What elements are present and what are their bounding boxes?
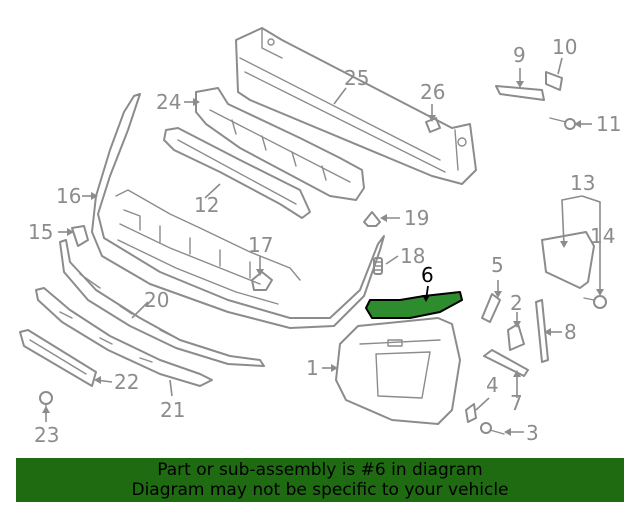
callout-7: 7 xyxy=(510,391,523,415)
callout-23: 23 xyxy=(34,423,59,447)
cover-9-part xyxy=(495,85,545,101)
callout-2: 2 xyxy=(510,291,523,315)
callout-6: 6 xyxy=(421,263,434,287)
pin-5-part xyxy=(481,293,501,323)
callout-4: 4 xyxy=(486,373,499,397)
bracket-2-part xyxy=(507,323,525,351)
bracket-7-part xyxy=(483,349,529,377)
callout-20: 20 xyxy=(144,288,169,312)
bracket-8-part xyxy=(535,299,549,363)
callout-labels: 1 2 3 4 5 6 7 8 9 10 11 12 13 14 15 16 1… xyxy=(28,35,621,447)
lower-panel-part xyxy=(335,317,461,425)
banner-line-2: Diagram may not be specific to your vehi… xyxy=(131,480,509,500)
bolt-10-part xyxy=(545,71,563,91)
callout-11: 11 xyxy=(596,112,621,136)
callout-3: 3 xyxy=(526,421,539,445)
callout-19: 19 xyxy=(404,206,429,230)
callout-8: 8 xyxy=(564,320,577,344)
clip-15-part xyxy=(71,225,89,247)
info-banner: Part or sub-assembly is #6 in diagram Di… xyxy=(16,458,624,502)
callout-25: 25 xyxy=(344,66,369,90)
patch-4-part xyxy=(465,403,477,423)
reinforcement-beam-part xyxy=(235,27,477,185)
callout-18: 18 xyxy=(400,244,425,268)
banner-line-1: Part or sub-assembly is #6 in diagram xyxy=(157,460,483,480)
bolt-18-part xyxy=(373,257,383,275)
callout-15: 15 xyxy=(28,220,53,244)
deflector-13-part xyxy=(541,231,595,289)
parts-diagram: 1 2 3 4 5 6 7 8 9 10 11 12 13 14 15 16 1… xyxy=(19,27,621,447)
callout-14: 14 xyxy=(590,224,615,248)
arrowheads xyxy=(42,81,604,436)
callout-24: 24 xyxy=(156,90,181,114)
callout-12: 12 xyxy=(194,193,219,217)
bumper-cover-part xyxy=(91,93,385,329)
callout-17: 17 xyxy=(248,233,273,257)
license-bracket-part xyxy=(19,329,97,387)
clip-17-part xyxy=(251,271,273,291)
callout-5: 5 xyxy=(491,253,504,277)
callout-1: 1 xyxy=(306,356,319,380)
upper-bracket-part xyxy=(163,127,311,219)
callout-10: 10 xyxy=(552,35,577,59)
lower-spoiler-part xyxy=(59,239,265,367)
energy-absorber-part xyxy=(195,87,365,201)
leader-lines xyxy=(45,57,601,433)
lower-trim-part xyxy=(35,287,213,387)
bolt-11-part xyxy=(549,117,576,130)
callout-9: 9 xyxy=(513,43,526,67)
callout-13: 13 xyxy=(570,171,595,195)
callout-26: 26 xyxy=(420,80,445,104)
bolt-3-part xyxy=(480,422,505,435)
clip-19-part xyxy=(363,211,381,227)
callout-16: 16 xyxy=(56,184,81,208)
highlighted-part-6 xyxy=(365,291,463,319)
bolt-14-part xyxy=(583,295,607,309)
callout-22: 22 xyxy=(114,370,139,394)
callout-21: 21 xyxy=(160,398,185,422)
